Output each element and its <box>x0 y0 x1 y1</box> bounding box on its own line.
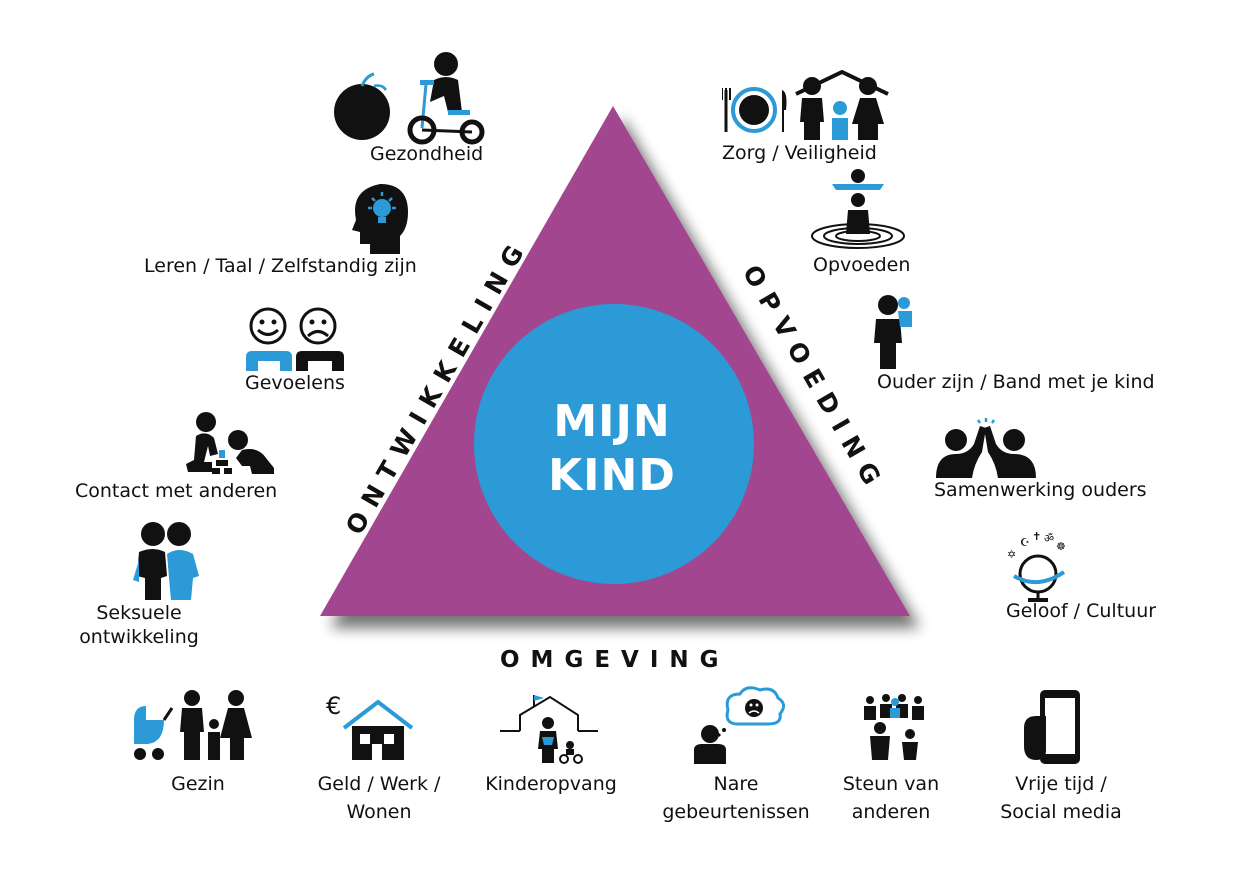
label-contact-met-anderen: Contact met anderen <box>75 480 278 502</box>
euro-house-icon: € <box>326 692 414 760</box>
label-gevoelens: Gevoelens <box>245 372 345 394</box>
children-playing-icon <box>186 412 274 474</box>
label-nare-gebeurtenissen: Nare gebeurtenissen <box>662 770 809 826</box>
label-geld-line2: Wonen <box>346 801 412 823</box>
svg-text:☪: ☪ <box>1020 536 1030 549</box>
label-steun-line2: anderen <box>851 801 931 823</box>
group-support-icon <box>864 694 924 760</box>
smartphone-icon <box>1024 690 1080 764</box>
head-lightbulb-icon <box>352 184 408 254</box>
label-seksuele-line2: ontwikkeling <box>79 626 199 648</box>
happy-sad-faces-icon <box>246 307 344 371</box>
label-ouder-zijn: Ouder zijn / Band met je kind <box>877 371 1155 393</box>
svg-text:✝: ✝ <box>1032 530 1041 543</box>
globe-religion-icon: ✡ ☪✝ॐ☸ <box>1007 530 1066 602</box>
label-opvoeden: Opvoeden <box>813 254 911 276</box>
parent-carrying-child-icon <box>874 295 912 369</box>
label-geld-werk-wonen: Geld / Werk / Wonen <box>318 770 441 826</box>
family-stroller-icon <box>134 690 252 760</box>
label-vrije-line1: Vrije tijd / <box>1015 773 1107 795</box>
apple-tricycle-icon <box>334 52 485 145</box>
svg-text:✡: ✡ <box>1007 548 1016 561</box>
label-zorg-veiligheid: Zorg / Veiligheid <box>722 142 877 164</box>
label-nare-line1: Nare <box>713 773 759 795</box>
label-seksuele-ontwikkeling: Seksuele ontwikkeling <box>79 601 199 649</box>
parent-lifting-child-icon <box>811 169 905 249</box>
label-seksuele-line1: Seksuele <box>96 602 182 624</box>
sad-thought-icon <box>694 686 785 764</box>
label-gezin-line1: Gezin <box>171 773 225 795</box>
label-vrije-tijd: Vrije tijd / Social media <box>1000 770 1122 826</box>
label-geld-line1: Geld / Werk / <box>317 773 441 795</box>
label-gezin: Gezin <box>171 770 225 798</box>
daycare-icon <box>500 695 598 764</box>
svg-text:ॐ: ॐ <box>1044 532 1054 545</box>
plate-family-house-icon <box>722 70 889 140</box>
side-label-omgeving: OMGEVING <box>500 647 730 673</box>
center-title-line1: MIJN <box>553 396 671 447</box>
label-kinderopvang-line1: Kinderopvang <box>485 773 617 795</box>
center-title: MIJN KIND <box>472 395 752 503</box>
label-kinderopvang: Kinderopvang <box>485 770 617 798</box>
couple-icon <box>133 522 199 600</box>
euro-symbol: € <box>326 692 341 720</box>
label-gezondheid: Gezondheid <box>370 143 484 165</box>
label-leren-taal: Leren / Taal / Zelfstandig zijn <box>144 255 417 277</box>
label-nare-line2: gebeurtenissen <box>662 801 810 823</box>
label-steun-van-anderen: Steun van anderen <box>843 770 939 826</box>
svg-text:☸: ☸ <box>1056 540 1066 553</box>
label-steun-line1: Steun van <box>842 773 940 795</box>
center-title-line2: KIND <box>548 450 676 501</box>
label-vrije-line2: Social media <box>1000 801 1122 823</box>
label-geloof-cultuur: Geloof / Cultuur <box>1006 600 1157 622</box>
center-circle <box>474 304 754 584</box>
high-five-icon <box>936 418 1036 478</box>
label-samenwerking-ouders: Samenwerking ouders <box>934 479 1147 501</box>
